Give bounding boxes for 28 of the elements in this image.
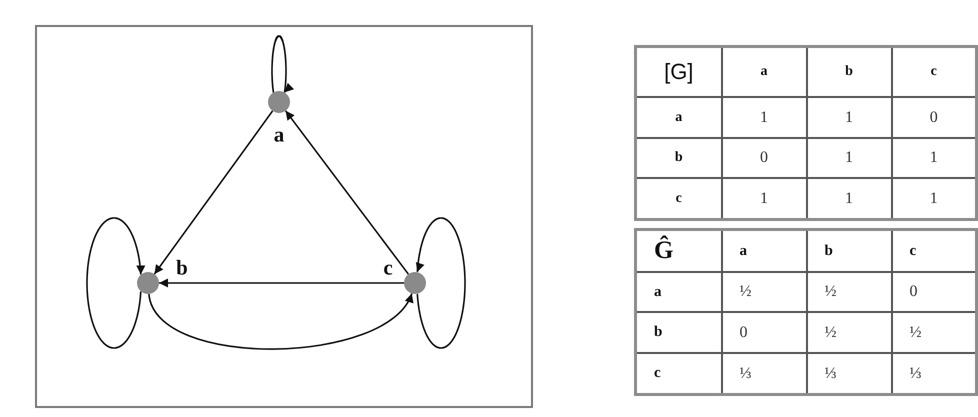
value-cell: 0 bbox=[722, 138, 806, 178]
value-cell: ½ bbox=[806, 312, 892, 353]
value-cell: 0 bbox=[722, 312, 806, 353]
value-cell: 1 bbox=[722, 97, 806, 138]
matrix-name-cell: Ĝ bbox=[636, 230, 722, 272]
value-cell: 1 bbox=[806, 97, 892, 138]
value-cell: ½ bbox=[806, 272, 892, 312]
arrow bbox=[159, 278, 404, 288]
self-loop-arrow bbox=[86, 217, 146, 349]
row-header-cell: b bbox=[636, 312, 722, 353]
value-cell: 1 bbox=[806, 138, 892, 178]
self-loop-arrow bbox=[416, 217, 466, 349]
arrow bbox=[284, 110, 410, 275]
vertex-label: b bbox=[176, 258, 188, 278]
vertex-label: a bbox=[274, 124, 284, 146]
column-header-cell: b bbox=[806, 46, 892, 97]
arrow bbox=[154, 110, 274, 275]
arrow bbox=[148, 293, 412, 350]
column-header-cell: a bbox=[722, 230, 806, 272]
column-header-cell: b bbox=[806, 230, 892, 272]
column-header-cell: a bbox=[722, 46, 806, 97]
matrix-name-cell: [G] bbox=[636, 46, 722, 97]
row-header-cell: a bbox=[636, 272, 722, 312]
row-header-cell: b bbox=[636, 138, 722, 178]
value-cell: ½ bbox=[722, 272, 806, 312]
vertex-label: c bbox=[383, 258, 393, 278]
row-header-cell: a bbox=[636, 97, 722, 138]
self-loop-arrow bbox=[271, 35, 294, 94]
